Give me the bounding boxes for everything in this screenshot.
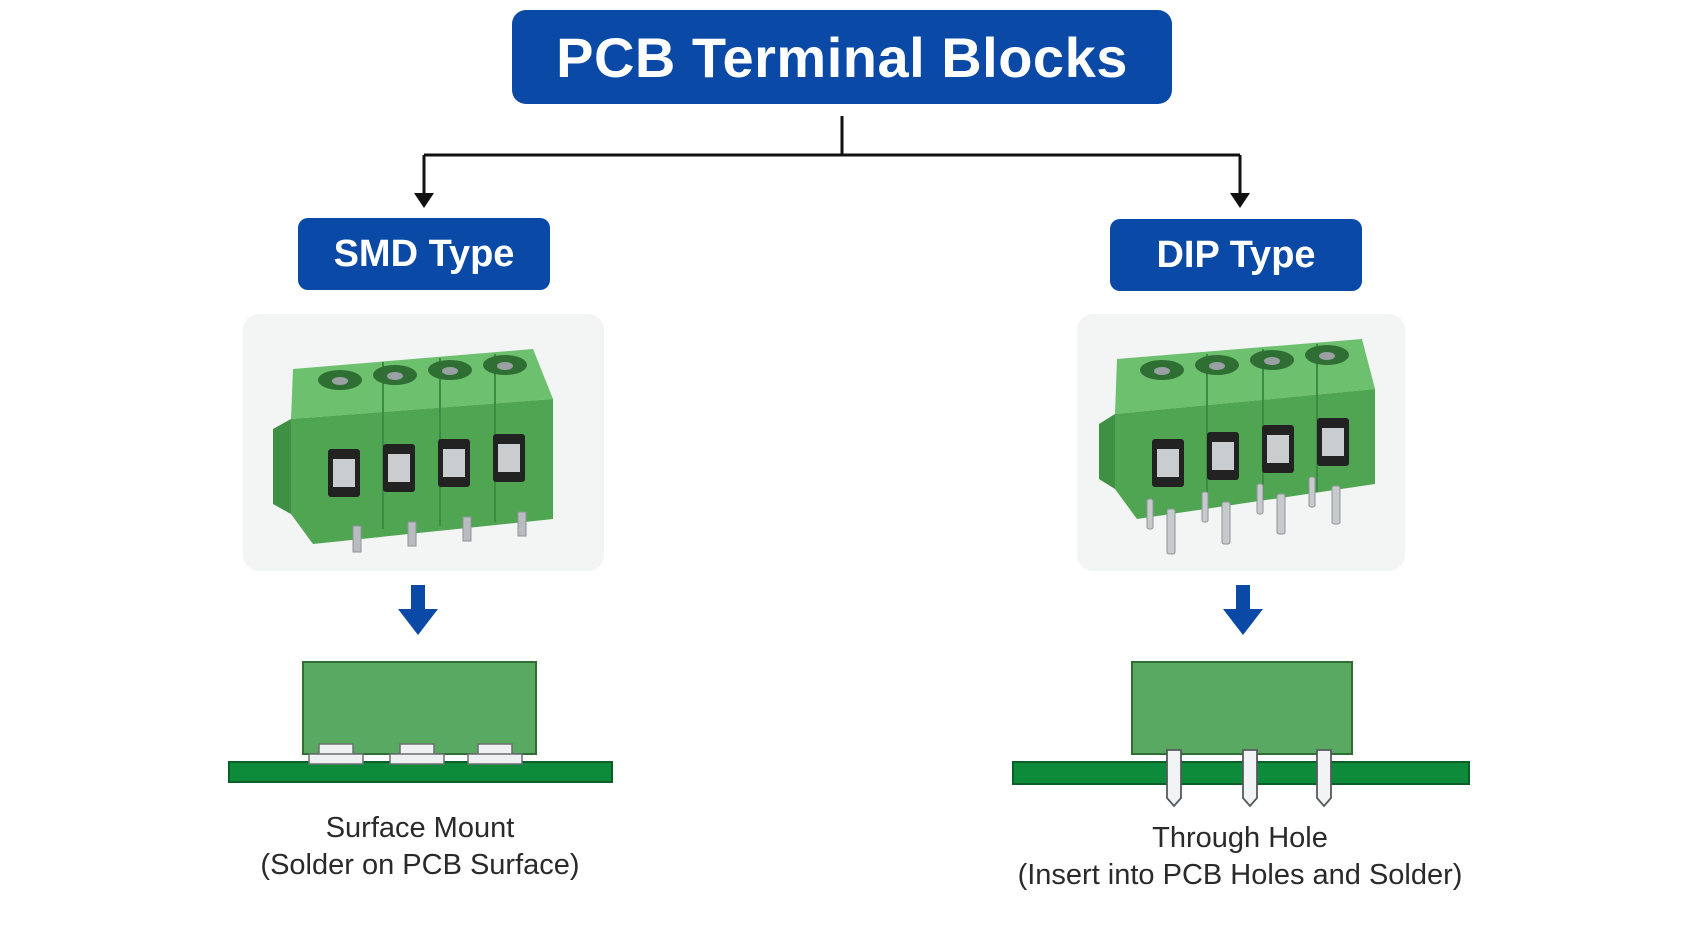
smd-type-label: SMD Type bbox=[298, 218, 550, 290]
dip-type-label: DIP Type bbox=[1110, 219, 1362, 291]
dip-pin bbox=[1316, 749, 1332, 808]
dip-terminal-photo bbox=[1077, 314, 1405, 571]
dip-terminal-block-illustration bbox=[1099, 339, 1375, 555]
smd-component-body bbox=[302, 661, 537, 755]
smd-down-arrow-icon bbox=[398, 585, 438, 635]
diagram-title: PCB Terminal Blocks bbox=[512, 10, 1172, 104]
smd-pcb-board bbox=[228, 761, 613, 783]
smd-terminal-block-illustration bbox=[273, 349, 553, 553]
smd-caption-detail: (Solder on PCB Surface) bbox=[260, 849, 580, 881]
dip-component-body bbox=[1131, 661, 1353, 755]
smd-solder-pad bbox=[308, 753, 364, 765]
smd-solder-pad bbox=[467, 753, 523, 765]
dip-down-arrow-icon bbox=[1223, 585, 1263, 635]
dip-pin bbox=[1166, 749, 1182, 808]
dip-caption-detail: (Insert into PCB Holes and Solder) bbox=[1017, 859, 1463, 891]
dip-mounting-diagram bbox=[1012, 661, 1470, 808]
dip-caption: Through Hole (Insert into PCB Holes and … bbox=[980, 820, 1500, 894]
smd-caption-title: Surface Mount bbox=[325, 812, 515, 844]
arrow-head-smd bbox=[414, 193, 434, 208]
smd-mounting-diagram bbox=[228, 661, 613, 783]
smd-solder-pad bbox=[389, 753, 445, 765]
arrow-head-dip bbox=[1230, 193, 1250, 208]
dip-pin bbox=[1242, 749, 1258, 808]
connector-lines bbox=[422, 116, 1242, 196]
smd-caption: Surface Mount (Solder on PCB Surface) bbox=[180, 810, 660, 884]
dip-pcb-board bbox=[1012, 761, 1470, 785]
smd-terminal-photo bbox=[243, 314, 604, 571]
dip-caption-title: Through Hole bbox=[1152, 822, 1328, 854]
